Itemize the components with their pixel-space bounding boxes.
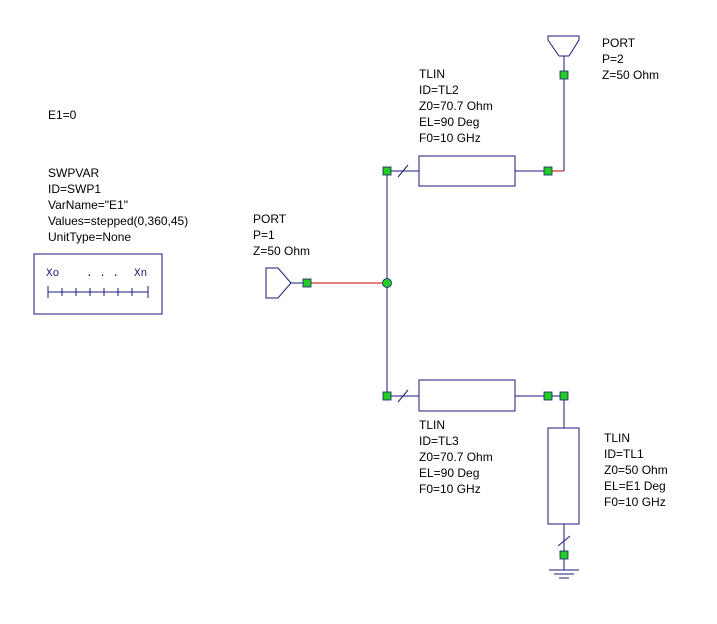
swpvar-line: UnitType=None [48,230,131,244]
tl3-labels: TLIN ID=TL3 Z0=70.7 Ohm EL=90 Deg F0=10 … [419,418,493,496]
port1-line: Z=50 Ohm [253,244,310,258]
swpvar-line: SWPVAR [48,166,99,180]
node-tl2-right[interactable] [543,166,553,176]
swpvar-icon-end: Xn [134,268,147,280]
swpvar-ruler-icon [47,286,149,298]
port2-line: Z=50 Ohm [602,68,659,82]
tl2-line: ID=TL2 [419,83,459,97]
tl3-line: TLIN [419,418,445,432]
node-tl3-left[interactable] [382,391,392,401]
port2-line: P=2 [602,52,624,66]
tl2-line: EL=90 Deg [419,115,479,129]
tl1-element[interactable] [547,396,580,555]
tl2-line: Z0=70.7 Ohm [419,99,493,113]
port1-labels: PORT P=1 Z=50 Ohm [253,212,310,258]
port1-line: P=1 [253,228,275,242]
tl3-line: F0=10 GHz [419,482,481,496]
node-tl1-bottom[interactable] [559,550,569,560]
port1-line: PORT [253,212,287,226]
tl2-element[interactable] [387,155,548,187]
tl3-element[interactable] [387,379,548,412]
tl3-line: EL=90 Deg [419,466,479,480]
tl1-line: TLIN [604,431,630,445]
tl2-line: TLIN [419,67,445,81]
tl1-labels: TLIN ID=TL1 Z0=50 Ohm EL=E1 Deg F0=10 GH… [604,431,668,509]
swpvar-icon-box[interactable] [33,253,163,315]
tl1-line: Z0=50 Ohm [604,463,668,477]
tl1-line: EL=E1 Deg [604,479,666,493]
node-junction[interactable] [382,278,392,288]
swpvar-icon-dots: . . . [86,268,119,280]
node-tl2-left[interactable] [382,166,392,176]
port2-line: PORT [602,36,636,50]
tl1-tick-icon [557,535,571,547]
tl3-tick-icon [397,389,409,403]
port2-labels: PORT P=2 Z=50 Ohm [602,36,659,82]
tl2-labels: TLIN ID=TL2 Z0=70.7 Ohm EL=90 Deg F0=10 … [419,67,493,145]
port1-symbol[interactable] [265,267,292,299]
tl3-line: Z0=70.7 Ohm [419,450,493,464]
swpvar-icon-start: Xo [46,268,59,280]
node-port1[interactable] [302,278,312,288]
node-port2[interactable] [559,70,569,80]
equation-e1[interactable]: E1=0 [48,108,77,122]
node-tl1-top[interactable] [559,391,569,401]
port2-symbol[interactable] [547,35,580,57]
tl2-line: F0=10 GHz [419,131,481,145]
swpvar-line: Values=stepped(0,360,45) [48,214,188,228]
tl2-tick-icon [397,164,409,178]
tl1-line: F0=10 GHz [604,495,666,509]
swpvar-line: ID=SWP1 [48,182,101,196]
swpvar-line: VarName="E1" [48,198,128,212]
tl1-line: ID=TL1 [604,447,644,461]
node-tl3-right[interactable] [543,391,553,401]
tl3-line: ID=TL3 [419,434,459,448]
swpvar-block[interactable]: SWPVAR ID=SWP1 VarName="E1" Values=stepp… [33,166,188,315]
